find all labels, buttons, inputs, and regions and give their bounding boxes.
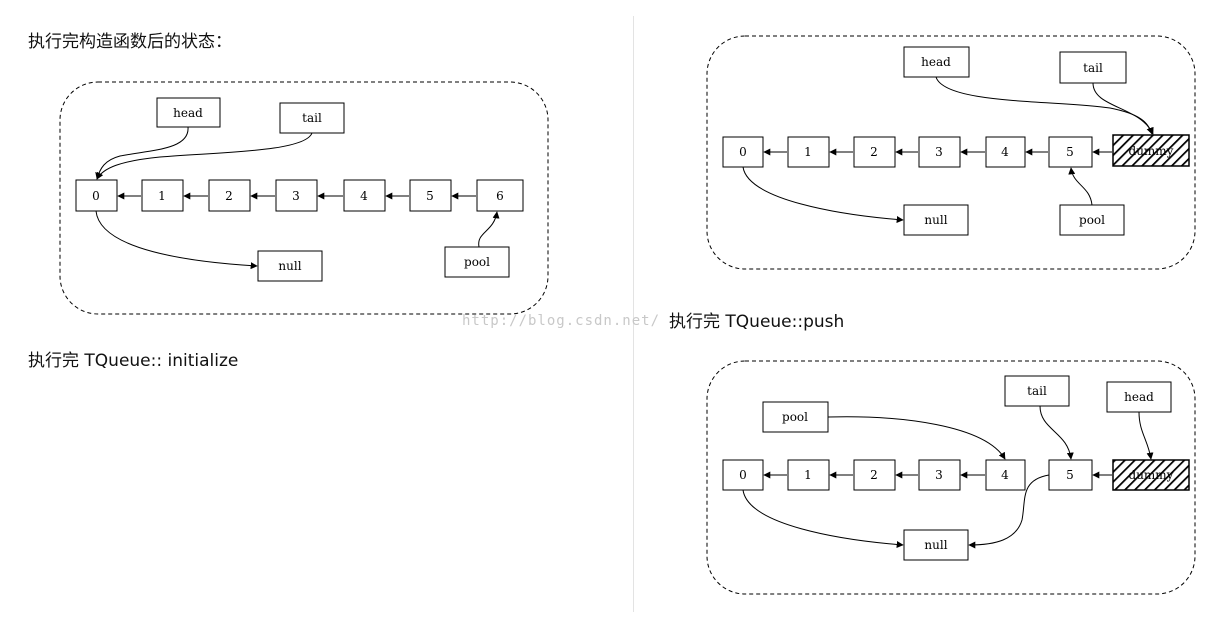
- svg-text:5: 5: [1066, 145, 1074, 159]
- dummy-node: dummy: [1112, 459, 1190, 491]
- svg-text:1: 1: [804, 145, 812, 159]
- pool-box: pool: [1059, 204, 1125, 236]
- svg-text:null: null: [924, 538, 947, 552]
- head-box: head: [1106, 381, 1172, 413]
- node-5: 5: [1048, 459, 1093, 491]
- node-1: 1: [787, 136, 830, 168]
- panel-boundary: [59, 81, 549, 315]
- svg-text:dummy: dummy: [1129, 468, 1174, 482]
- node-2: 2: [208, 179, 251, 212]
- svg-text:null: null: [924, 213, 947, 227]
- null-box: null: [903, 204, 969, 236]
- caption-after-initialize: 执行完 TQueue:: initialize: [28, 351, 239, 371]
- svg-text:head: head: [173, 106, 203, 120]
- node-2: 2: [853, 459, 896, 491]
- pool-box: pool: [444, 246, 510, 278]
- node-2: 2: [853, 136, 896, 168]
- caption-after-push: 执行完 TQueue::push: [669, 312, 845, 332]
- node-0: 0: [75, 179, 118, 212]
- svg-text:0: 0: [92, 189, 100, 203]
- svg-text:3: 3: [292, 189, 300, 203]
- node-3: 3: [918, 136, 961, 168]
- dummy-node: dummy: [1112, 134, 1190, 167]
- panel-a-arrows: [95, 126, 500, 270]
- svg-text:3: 3: [935, 145, 943, 159]
- node-3: 3: [275, 179, 318, 212]
- node-5: 5: [409, 179, 452, 212]
- tail-box: tail: [1059, 51, 1127, 84]
- node-6: 6: [476, 179, 524, 212]
- panel-boundary: [706, 35, 1196, 270]
- svg-text:4: 4: [360, 189, 368, 203]
- svg-text:2: 2: [870, 145, 878, 159]
- head-box: head: [903, 46, 970, 78]
- watermark: http://blog.csdn.net/: [462, 313, 661, 329]
- svg-text:5: 5: [1066, 468, 1074, 482]
- panel-b-arrows: [742, 76, 1154, 223]
- svg-text:2: 2: [870, 468, 878, 482]
- tail-box: tail: [279, 102, 345, 134]
- tail-box: tail: [1004, 375, 1070, 407]
- svg-text:1: 1: [158, 189, 166, 203]
- svg-text:pool: pool: [782, 410, 808, 424]
- node-4: 4: [343, 179, 386, 212]
- null-box: null: [903, 529, 969, 561]
- panel-push: 0 1 2 3 4 5 dummy pool tail head null: [706, 360, 1196, 595]
- panel-constructor: 0 1 2 3 4 5 6 head tail null pool: [59, 81, 549, 315]
- node-4: 4: [985, 136, 1026, 168]
- svg-text:0: 0: [739, 468, 747, 482]
- svg-text:null: null: [278, 259, 301, 273]
- svg-text:dummy: dummy: [1129, 144, 1174, 158]
- panel-initialize: 0 1 2 3 4 5 dummy head tail null pool: [706, 35, 1196, 270]
- svg-text:pool: pool: [1079, 213, 1105, 227]
- node-1: 1: [141, 179, 184, 212]
- panel-c-arrows: [742, 405, 1154, 549]
- svg-text:2: 2: [225, 189, 233, 203]
- caption-after-constructor: 执行完构造函数后的状态：: [28, 32, 232, 52]
- node-4: 4: [985, 459, 1026, 491]
- svg-text:tail: tail: [1083, 61, 1103, 75]
- svg-text:tail: tail: [302, 111, 322, 125]
- svg-text:0: 0: [739, 145, 747, 159]
- svg-text:6: 6: [496, 189, 504, 203]
- svg-text:tail: tail: [1027, 384, 1047, 398]
- node-3: 3: [918, 459, 961, 491]
- head-box: head: [156, 97, 221, 128]
- null-box: null: [257, 250, 323, 282]
- svg-text:pool: pool: [464, 255, 490, 269]
- panel-boundary: [706, 360, 1196, 595]
- svg-text:head: head: [1124, 390, 1154, 404]
- svg-text:3: 3: [935, 468, 943, 482]
- node-0: 0: [722, 136, 764, 168]
- svg-text:4: 4: [1001, 468, 1009, 482]
- pool-box: pool: [762, 401, 829, 433]
- svg-text:head: head: [921, 55, 951, 69]
- node-0: 0: [722, 459, 764, 491]
- svg-text:1: 1: [804, 468, 812, 482]
- node-5: 5: [1048, 136, 1093, 168]
- svg-text:4: 4: [1001, 145, 1009, 159]
- node-1: 1: [787, 459, 830, 491]
- svg-text:5: 5: [426, 189, 434, 203]
- column-divider: [633, 16, 634, 612]
